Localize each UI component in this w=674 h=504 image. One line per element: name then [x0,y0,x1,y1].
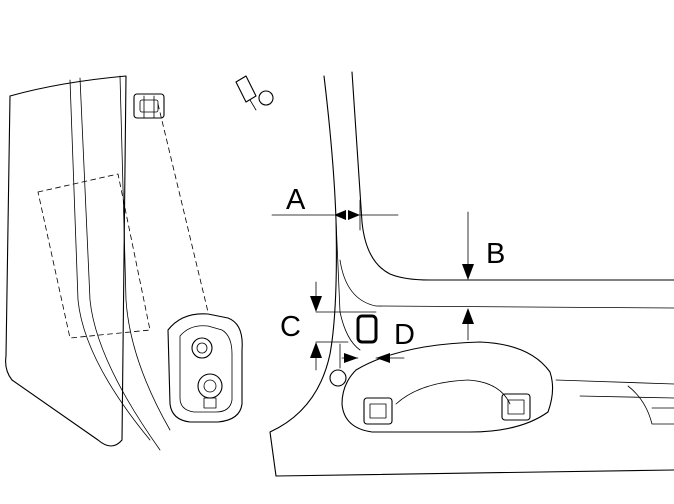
label-d: D [394,319,415,351]
dimension-d [339,343,405,369]
roof-grab-handle [329,341,674,433]
upper-clip [133,93,165,119]
label-a: A [286,184,306,216]
gap-clip [356,314,378,344]
pillar-trim-panel [5,75,209,451]
dimension-a [271,199,399,231]
pillar-handle [167,313,243,423]
dimension-c [310,281,377,371]
label-c: C [280,311,301,343]
dimension-b [462,211,474,341]
pillar-edges [269,71,674,477]
pin-fastener [235,75,274,111]
label-b: B [486,238,505,270]
